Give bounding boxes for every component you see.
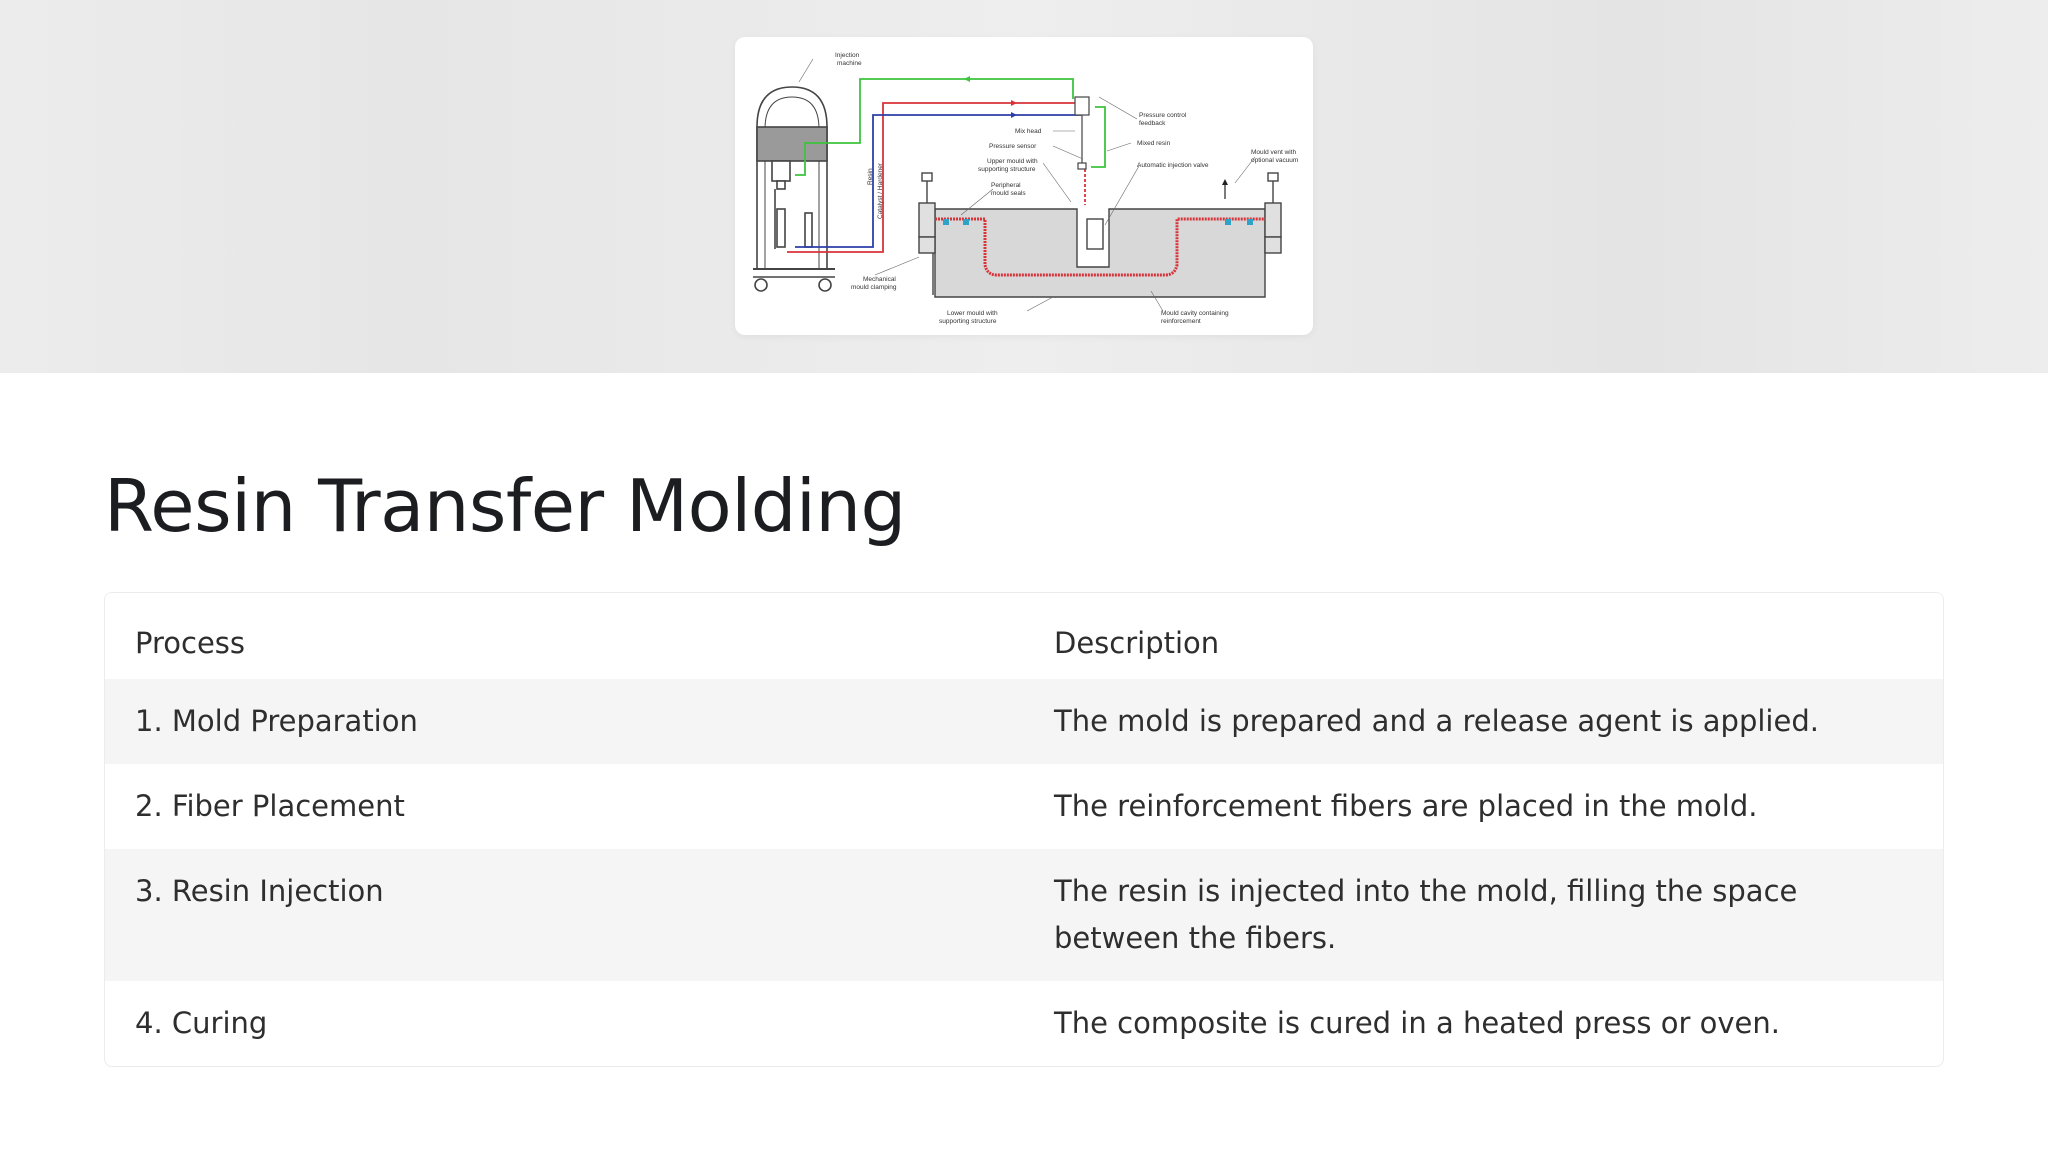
process-cell: 1. Mold Preparation xyxy=(105,679,1024,764)
label-mixed-resin: Mixed resin xyxy=(1137,140,1171,147)
label-pressure-control: Pressure control xyxy=(1139,112,1187,119)
rtm-diagram-card: Injection machine Pressure control feedb… xyxy=(735,37,1313,335)
svg-text:supporting structure: supporting structure xyxy=(978,166,1036,173)
table-row: 2. Fiber Placement The reinforcement fib… xyxy=(105,764,1943,849)
table-row: 4. Curing The composite is cured in a he… xyxy=(105,981,1943,1066)
svg-text:machine: machine xyxy=(837,60,862,67)
injection-machine-icon xyxy=(753,86,835,292)
label-mould-cavity: Mould cavity containing xyxy=(1161,310,1229,317)
process-cell: 2. Fiber Placement xyxy=(135,789,405,823)
mix-head-icon xyxy=(1074,96,1090,170)
rtm-diagram: Injection machine Pressure control feedb… xyxy=(753,52,1298,325)
label-mechanical-clamping: Mechanical xyxy=(863,276,896,283)
description-cell: The reinforcement fibers are placed in t… xyxy=(1054,789,1758,823)
description-cell: The composite is cured in a heated press… xyxy=(1054,1006,1780,1040)
table-header-row: Process Description xyxy=(105,593,1943,679)
column-header-process: Process xyxy=(105,593,1024,679)
svg-text:optional vacuum: optional vacuum xyxy=(1251,157,1298,164)
svg-text:supporting structure: supporting structure xyxy=(939,318,997,325)
mould-icon xyxy=(918,172,1282,298)
svg-text:reinforcement: reinforcement xyxy=(1161,318,1201,325)
supply-lines xyxy=(787,78,1106,253)
process-cell: 4. Curing xyxy=(135,1006,268,1040)
page-title: Resin Transfer Molding xyxy=(104,464,906,548)
label-catalyst: Catalyst / Hardener xyxy=(877,162,884,219)
leader-lines xyxy=(798,58,1256,312)
label-resin: Resin xyxy=(867,168,874,185)
process-cell: 3. Resin Injection xyxy=(105,849,1024,981)
column-header-description: Description xyxy=(1024,593,1943,679)
svg-text:mould seals: mould seals xyxy=(991,190,1026,197)
label-auto-valve: Automatic injection valve xyxy=(1137,162,1209,169)
hero-banner: Injection machine Pressure control feedb… xyxy=(0,0,2048,373)
description-cell: The mold is prepared and a release agent… xyxy=(1024,679,1943,764)
label-lower-mould: Lower mould with xyxy=(947,310,998,317)
label-peripheral-seals: Peripheral xyxy=(991,182,1021,189)
label-upper-mould: Upper mould with xyxy=(987,158,1038,165)
svg-text:feedback: feedback xyxy=(1139,120,1166,127)
process-table: Process Description 1. Mold Preparation … xyxy=(104,592,1944,1067)
label-injection-machine: Injection xyxy=(835,52,860,59)
description-cell: The resin is injected into the mold, fil… xyxy=(1024,849,1943,981)
svg-text:mould clamping: mould clamping xyxy=(851,284,897,291)
table-row: 1. Mold Preparation The mold is prepared… xyxy=(105,679,1943,764)
label-mix-head: Mix head xyxy=(1015,128,1042,135)
label-mould-vent: Mould vent with xyxy=(1251,149,1297,156)
table-row: 3. Resin Injection The resin is injected… xyxy=(105,849,1943,981)
label-pressure-sensor: Pressure sensor xyxy=(989,143,1037,150)
